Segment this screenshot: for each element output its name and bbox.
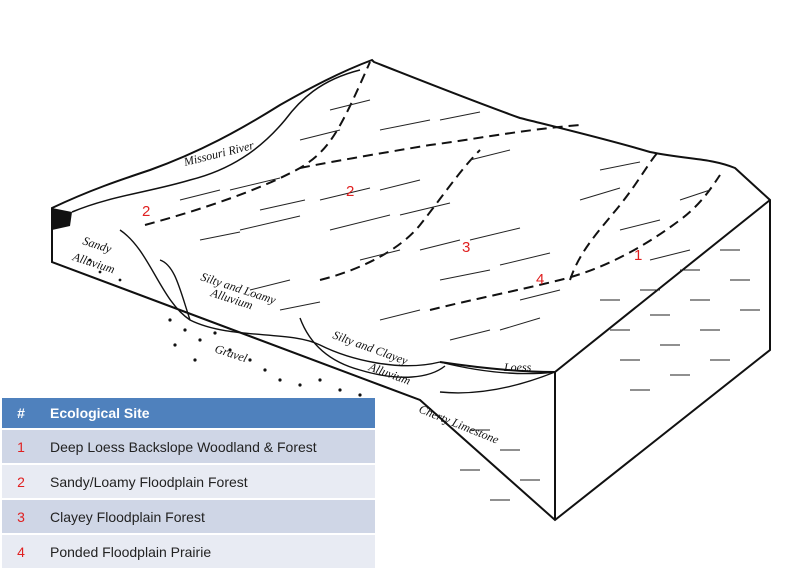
legend-header: # Ecological Site [2,398,375,429]
legend-row-number: 2 [2,464,40,499]
legend-header-number: # [2,398,40,429]
label-missouri-river: Missouri River [181,138,255,169]
layer-boundaries [51,229,556,401]
label-gravel: Gravel [213,342,250,366]
gravel-dots [88,258,362,397]
legend-row-site: Sandy/Loamy Floodplain Forest [40,464,375,499]
site-marker-2-left: 2 [142,203,150,220]
ecological-site-legend: # Ecological Site 1 Deep Loess Backslope… [2,398,375,570]
legend-row: 1 Deep Loess Backslope Woodland & Forest [2,429,375,464]
legend-row-number: 1 [2,429,40,464]
site-marker-4: 4 [536,271,544,288]
site-boundaries [144,61,721,311]
legend-row-number: 3 [2,499,40,534]
river-edge [71,69,361,213]
river-bank-shadow [52,208,72,230]
site-marker-3: 3 [462,239,470,256]
legend-header-site: Ecological Site [40,398,375,429]
surface-hatching [179,99,711,341]
site-marker-2-center: 2 [346,183,354,200]
legend-row: 2 Sandy/Loamy Floodplain Forest [2,464,375,499]
legend-row-site: Clayey Floodplain Forest [40,499,375,534]
site-marker-1: 1 [634,247,642,264]
legend-row: 4 Ponded Floodplain Prairie [2,534,375,569]
label-cherty-limestone: Cherty Limestone [417,402,502,447]
legend-row: 3 Clayey Floodplain Forest [2,499,375,534]
label-loess: Loess [503,360,532,374]
legend-row-site: Deep Loess Backslope Woodland & Forest [40,429,375,464]
limestone-bricks [460,249,760,501]
legend-row-site: Ponded Floodplain Prairie [40,534,375,569]
legend-row-number: 4 [2,534,40,569]
